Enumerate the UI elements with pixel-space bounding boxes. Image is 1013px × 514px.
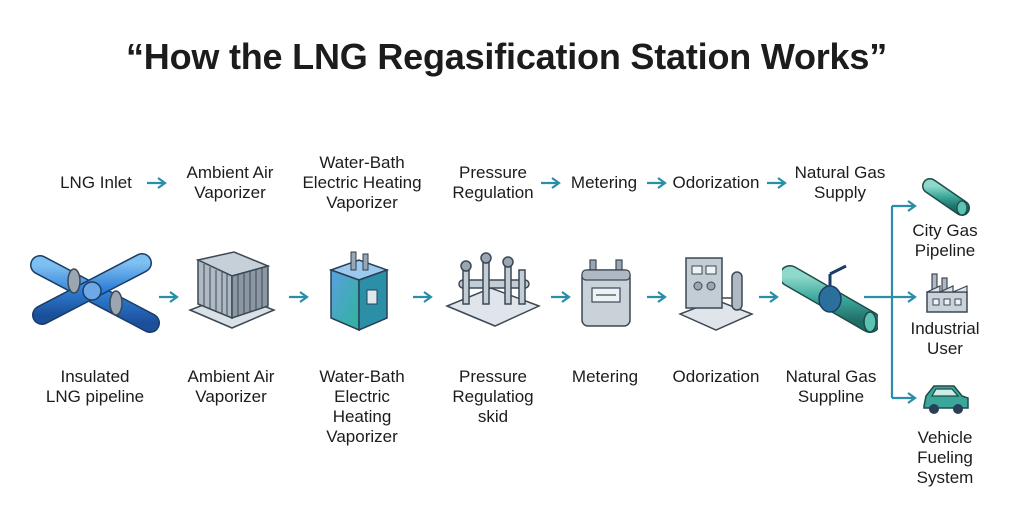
city-gas-pipe-icon [922, 178, 970, 216]
car-icon [923, 385, 969, 414]
flow-arrow-4 [767, 177, 787, 189]
flow-arrow-7 [413, 291, 433, 303]
flow-arrow-6 [289, 291, 309, 303]
page-title: “How the LNG Regasification Station Work… [125, 36, 887, 77]
regulating-skid-icon [445, 252, 541, 327]
flow-arrow-3 [647, 177, 667, 189]
air-vaporizer-icon [188, 251, 276, 329]
flow-arrow-9 [647, 291, 667, 303]
odorizer-icon [678, 257, 754, 331]
flow-arrow-8 [551, 291, 571, 303]
factory-icon [926, 273, 968, 313]
insulated-pipe-icon [30, 253, 160, 333]
flow-arrow-10 [759, 291, 779, 303]
flow-arrow-2 [541, 177, 561, 189]
equipment-label-odorization: Odorization [672, 367, 760, 386]
step-label-metering: Metering [570, 173, 638, 192]
supply-valve-icon [782, 264, 878, 333]
water-bath-vaporizer-icon [328, 251, 390, 332]
flow-arrow-5 [159, 291, 179, 303]
gas-meter-icon [581, 259, 631, 327]
distribution-branch-lines [864, 200, 917, 404]
equipment-label-metering: Metering [571, 367, 639, 386]
flow-arrow-1 [147, 177, 167, 189]
step-label-odorization: Odorization [672, 173, 760, 192]
step-label-lng-inlet: LNG Inlet [60, 173, 132, 192]
